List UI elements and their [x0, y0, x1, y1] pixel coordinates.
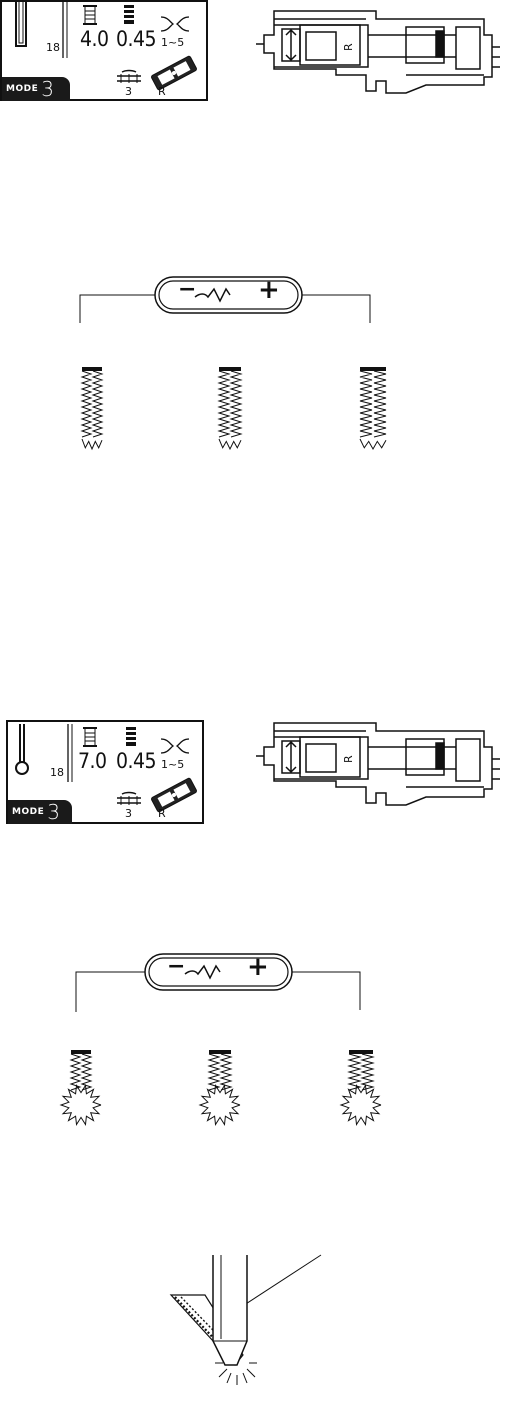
feed-number: 3 [125, 85, 132, 98]
keyhole-stitch-medium [198, 1050, 241, 1126]
right-bead [91, 370, 104, 438]
buttonhole-stitch-narrow [80, 367, 104, 451]
mode-indicator: MODE 3 [2, 77, 70, 101]
left-bead [69, 1053, 82, 1091]
mode-number: 3 [47, 800, 60, 824]
left-bead [359, 370, 373, 438]
dial-plus-2: + [247, 952, 269, 982]
stitch-width-value: 4.0 [80, 27, 109, 51]
stitch-width-icon [83, 5, 97, 25]
thread-tension-icon [160, 738, 190, 754]
bar-tack [209, 1050, 231, 1054]
bar-tack [82, 367, 102, 371]
left-bead [217, 370, 231, 438]
stitch-length-icon [124, 5, 134, 24]
keyhole-stitch-icon [15, 724, 73, 782]
bar-tack [219, 367, 241, 371]
bar-tack [71, 1050, 91, 1054]
right-bead [219, 1053, 233, 1091]
buttonhole-foot-2: R [256, 722, 500, 806]
buttonhole-foot-1: R [256, 10, 500, 94]
feed-dog-icon [117, 791, 141, 805]
mode-indicator: MODE 3 [8, 800, 72, 824]
dial-plus-1: + [258, 275, 280, 305]
foot-letter-r: R [342, 43, 355, 51]
mode-number: 3 [41, 77, 54, 101]
width-adjust-dial-1 [79, 276, 371, 323]
keyhole-eye [198, 1084, 241, 1126]
right-bead [373, 370, 387, 438]
bottom-fan [359, 438, 387, 451]
buttonhole-stitch-medium [217, 367, 243, 451]
left-bead [207, 1053, 221, 1091]
keyhole-eye [339, 1084, 382, 1126]
width-adjust-dial-2 [75, 953, 361, 1012]
bottom-fan [218, 438, 242, 451]
left-bead [347, 1053, 362, 1091]
lcd-screen-2: 18 7.0 0.45 1~5 MODE 3 3 [6, 720, 204, 824]
foot-letter: R [158, 807, 166, 820]
bar-tack [360, 367, 386, 371]
straight-stitch-icon [15, 2, 68, 58]
dial-minus-2: − [167, 954, 186, 979]
thread-tension-icon [160, 16, 190, 32]
presser-foot-icon [151, 777, 197, 813]
keyhole-stitch-narrow [59, 1050, 102, 1126]
keyhole-stitch-wide [339, 1050, 382, 1126]
buttonhole-stitch-wide [359, 367, 387, 451]
right-bead [80, 1053, 93, 1091]
feed-number: 3 [125, 807, 132, 820]
mode-label: MODE [6, 84, 39, 94]
pattern-number: 18 [46, 41, 60, 54]
seam-ripper-illustration [169, 1254, 322, 1385]
foot-letter: R [158, 85, 166, 98]
bottom-fan [81, 438, 103, 451]
dial-minus-1: − [178, 277, 197, 302]
right-bead [229, 370, 243, 438]
left-bead [80, 370, 93, 438]
keyhole-eye [59, 1084, 102, 1126]
stitch-length-icon [126, 727, 136, 746]
lcd-screen-1: 18 4.0 0.45 1~5 MODE 3 3 [0, 0, 208, 101]
stitch-length-value: 0.45 [116, 27, 157, 51]
presser-foot-icon [151, 55, 197, 91]
feed-dog-icon [117, 69, 141, 83]
right-bead [360, 1053, 375, 1091]
stitch-length-value: 0.45 [116, 749, 157, 773]
mode-label: MODE [12, 807, 45, 817]
thread-tension-value: 1~5 [161, 36, 185, 49]
pattern-number: 18 [50, 766, 64, 779]
foot-letter-r: R [342, 755, 355, 763]
bar-tack [349, 1050, 373, 1054]
stitch-width-icon [83, 727, 97, 747]
stitch-width-value: 7.0 [78, 749, 107, 773]
thread-tension-value: 1~5 [161, 758, 185, 771]
